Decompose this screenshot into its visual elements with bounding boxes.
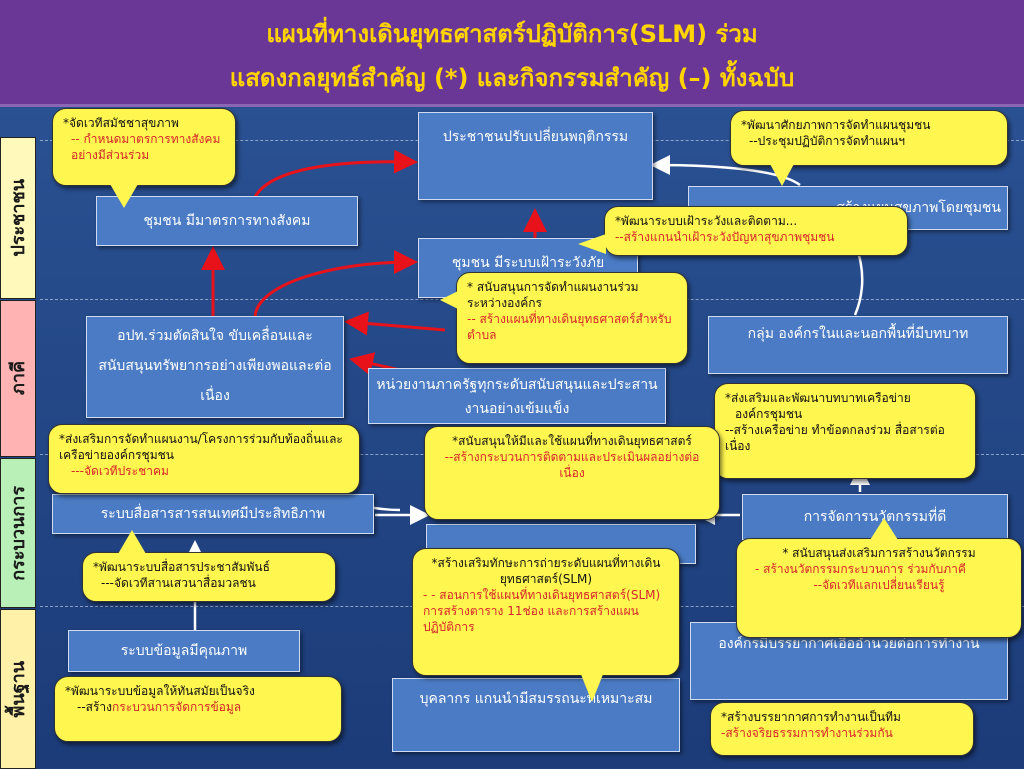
- callout-activity: กระบวนการจัดการข้อมูล: [112, 700, 242, 714]
- band-party: ภาคี: [0, 300, 36, 457]
- callout-use-slm: *สนับสนุนให้มีและใช้แผนที่ทางเดินยุทธศาส…: [424, 426, 720, 520]
- box-personnel: บุคลากร แกนนำมีสมรรถนะที่เหมาะสม: [392, 678, 680, 752]
- callout-strategy: *สนับสนุนให้มีและใช้แผนที่ทางเดินยุทธศาส…: [452, 434, 692, 448]
- callout-activity: --สร้างแกนนำเฝ้าระวังปัญหาสุขภาพชุมชน: [615, 230, 835, 244]
- callout-teamwork: *สร้างบรรยากาศการทำงานเป็นทีม -สร้างจริย…: [710, 702, 974, 756]
- callout-tail: [870, 518, 898, 540]
- callout-line2: องค์กรชุมชน: [735, 407, 803, 421]
- callout-activity: -- กำหนดมาตรการทางสังคมอย่างมีส่วนร่วม: [71, 132, 221, 162]
- callout-tail: [580, 672, 604, 702]
- band-people: ประชาชน: [0, 137, 36, 299]
- callout-joint-plan: * สนับสนุนการจัดทำแผนงานร่วมระหว่างองค์ก…: [456, 272, 688, 364]
- band-process: กระบวนการ: [0, 458, 36, 608]
- callout-activity: - สร้างนวัตกรรมกระบวนการ ร่วมกับภาคี: [755, 562, 966, 576]
- callout-slm-skill: *สร้างเสริมทักษะการถ่ายระดับแผนที่ทางเดิ…: [412, 548, 680, 676]
- callout-strategy: *ส่งเสริมการจัดทำแผนงาน/โครงการร่วมกับท้…: [59, 432, 343, 462]
- callout-strategy: * สนับสนุนส่งเสริมการสร้างนวัตกรรม: [782, 546, 976, 560]
- callout-activity-2: --จัดเวทีแลกเปลี่ยนเรียนรู้: [813, 578, 945, 592]
- box-communication-system: ระบบสื่อสารสารสนเทศมีประสิทธิภาพ: [52, 494, 374, 534]
- arrow-orgs-to-localgov: [344, 311, 446, 336]
- callout-strategy: *สร้างเสริมทักษะการถ่ายระดับแผนที่ทางเดิ…: [431, 556, 661, 586]
- title-banner: แผนที่ทางเดินยุทธศาสตร์ปฏิบัติการ(SLM) ร…: [0, 0, 1024, 107]
- box-data-system: ระบบข้อมูลมีคุณภาพ: [68, 630, 300, 672]
- callout-community-plan: *พัฒนาศักยภาพการจัดทำแผนชุมชน --ประชุมปฏ…: [730, 110, 1008, 166]
- callout-joint-project: *ส่งเสริมการจัดทำแผนงาน/โครงการร่วมกับท้…: [48, 424, 360, 494]
- callout-activity: --ประชุมปฏิบัติการจัดทำแผนฯ: [749, 134, 905, 148]
- callout-strategy: *พัฒนาระบบสื่อสารประชาสัมพันธ์: [93, 560, 270, 574]
- callout-innovation: * สนับสนุนส่งเสริมการสร้างนวัตกรรม - สร้…: [736, 538, 1022, 638]
- title-line-1: แผนที่ทางเดินยุทธศาสตร์ปฏิบัติการ(SLM) ร…: [266, 20, 758, 48]
- callout-tail: [110, 184, 138, 208]
- callout-strategy: *ส่งเสริมและพัฒนาบทบาทเครือข่าย: [725, 391, 911, 405]
- box-government-units: หน่วยงานภาครัฐทุกระดับสนับสนุนและประสานง…: [368, 368, 666, 424]
- callout-strategy: *พัฒนาศักยภาพการจัดทำแผนชุมชน: [741, 118, 931, 132]
- callout-pr-system: *พัฒนาระบบสื่อสารประชาสัมพันธ์ ---จัดเวท…: [82, 552, 336, 602]
- callout-activity: --สร้างเครือข่าย ทำข้อตกลงร่วม สื่อสารต่…: [725, 423, 945, 453]
- callout-activity: -สร้างจริยธรรมการทำงานร่วมกัน: [721, 726, 893, 740]
- box-local-government: อปท.ร่วมตัดสินใจ ขับเคลื่อนและสนับสนุนทร…: [86, 316, 344, 418]
- callout-activity: ---จัดเวทีประชาคม: [71, 464, 169, 478]
- title-line-2: แสดงกลยุทธ์สำคัญ (*) และกิจกรรมสำคัญ (–)…: [229, 64, 795, 92]
- callout-data-system: *พัฒนาระบบข้อมูลให้ทันสมัยเป็นจริง --สร้…: [54, 676, 342, 742]
- callout-activity: --สร้างกระบวนการติดตามและประเมินผลอย่างต…: [444, 450, 700, 480]
- callout-tail: [118, 530, 146, 554]
- callout-activity-prefix: --สร้าง: [77, 700, 113, 714]
- callout-network-role: *ส่งเสริมและพัฒนาบทบาทเครือข่าย องค์กรชุ…: [714, 383, 976, 479]
- callout-activity: ---จัดเวทีสานเสวนาสื่อมวลชน: [101, 576, 256, 590]
- callout-strategy: *พัฒนาระบบข้อมูลให้ทันสมัยเป็นจริง: [65, 684, 255, 698]
- callout-strategy: *จัดเวทีสมัชชาสุขภาพ: [63, 116, 179, 130]
- callout-health-assembly: *จัดเวทีสมัชชาสุขภาพ -- กำหนดมาตรการทางส…: [52, 108, 236, 186]
- box-community-measure: ชุมชน มีมาตรการทางสังคม: [96, 196, 358, 246]
- callout-tail: [770, 164, 794, 186]
- callout-strategy: *พัฒนาระบบเฝ้าระวังและติดตาม...: [615, 214, 798, 228]
- callout-strategy: * สนับสนุนการจัดทำแผนงานร่วมระหว่างองค์ก…: [467, 280, 639, 310]
- callout-strategy: *สร้างบรรยากาศการทำงานเป็นทีม: [721, 710, 901, 724]
- callout-activity: -- สร้างแผนที่ทางเดินยุทธศาสตร์สำหรับตำบ…: [467, 312, 672, 342]
- arrow-measure-to-behavior: [253, 149, 418, 198]
- callout-tail: [578, 234, 606, 254]
- callout-activity: - - สอนการใช้แผนที่ทางเดินยุทธศาสตร์(SLM…: [423, 588, 661, 634]
- box-org-groups: กลุ่ม องค์กรในและนอกพื้นที่มีบทบาท: [708, 316, 1008, 374]
- callout-tail: [440, 290, 460, 310]
- callout-surveillance: *พัฒนาระบบเฝ้าระวังและติดตาม... --สร้างแ…: [604, 206, 908, 256]
- box-behavior-change: ประชาชนปรับเปลี่ยนพฤติกรรม: [418, 112, 653, 200]
- arrow-localgov-to-surveillance: [253, 250, 418, 319]
